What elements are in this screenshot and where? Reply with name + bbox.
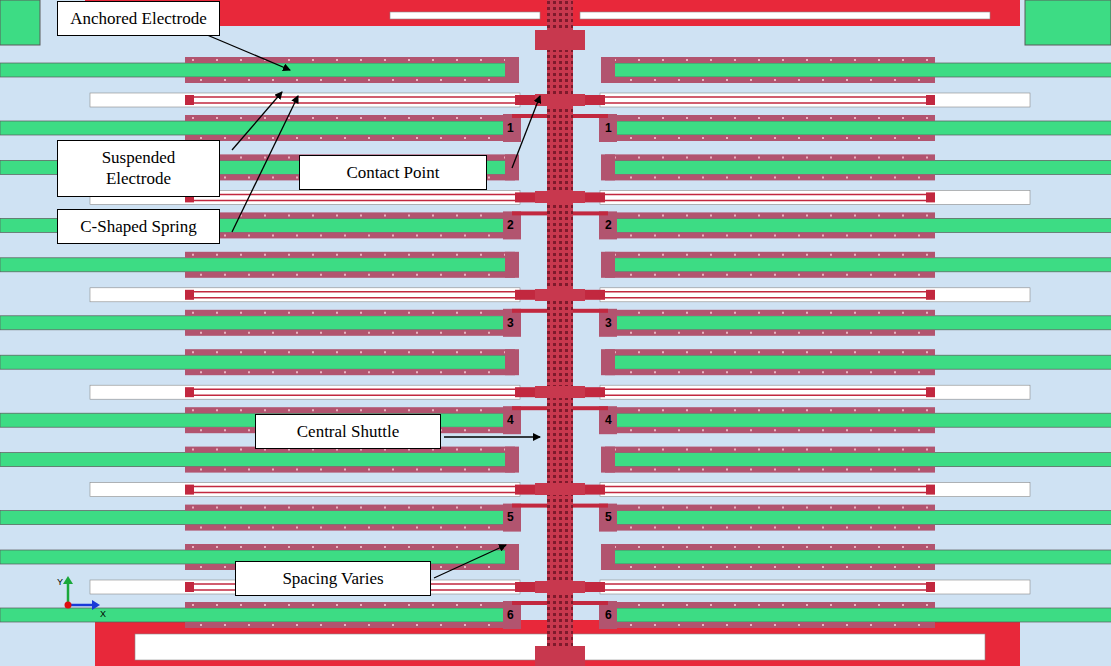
axis-label: Y (57, 578, 63, 587)
callout-box: C-Shaped Spring (57, 209, 220, 244)
axis-icon (63, 576, 100, 610)
callout-number: 4 (605, 414, 612, 426)
callout-number: 5 (507, 511, 514, 523)
callout-number: 3 (507, 317, 514, 329)
callout-number: 4 (507, 414, 514, 426)
callout-box: Central Shuttle (255, 414, 441, 449)
callout-number: 3 (605, 317, 612, 329)
callout-number: 2 (605, 219, 612, 231)
callout-number: 6 (507, 609, 514, 621)
callout-box: Anchored Electrode (57, 1, 220, 36)
callout-text: Central Shuttle (266, 421, 430, 442)
callout-box: Contact Point (299, 155, 487, 190)
callout-number: 2 (507, 219, 514, 231)
callout-number: 5 (605, 511, 612, 523)
callout-box: Suspended Electrode (57, 140, 220, 197)
callout-box: Spacing Varies (235, 561, 431, 596)
axis-label: X (100, 610, 106, 619)
callout-text: Spacing Varies (246, 568, 420, 589)
callout-number: 1 (605, 122, 612, 134)
callout-number: 1 (507, 122, 514, 134)
callout-number: 6 (605, 609, 612, 621)
callout-text: Contact Point (310, 162, 476, 183)
callout-text: Anchored Electrode (68, 8, 209, 29)
callout-text: Suspended Electrode (68, 147, 209, 190)
callout-text: C-Shaped Spring (68, 216, 209, 237)
